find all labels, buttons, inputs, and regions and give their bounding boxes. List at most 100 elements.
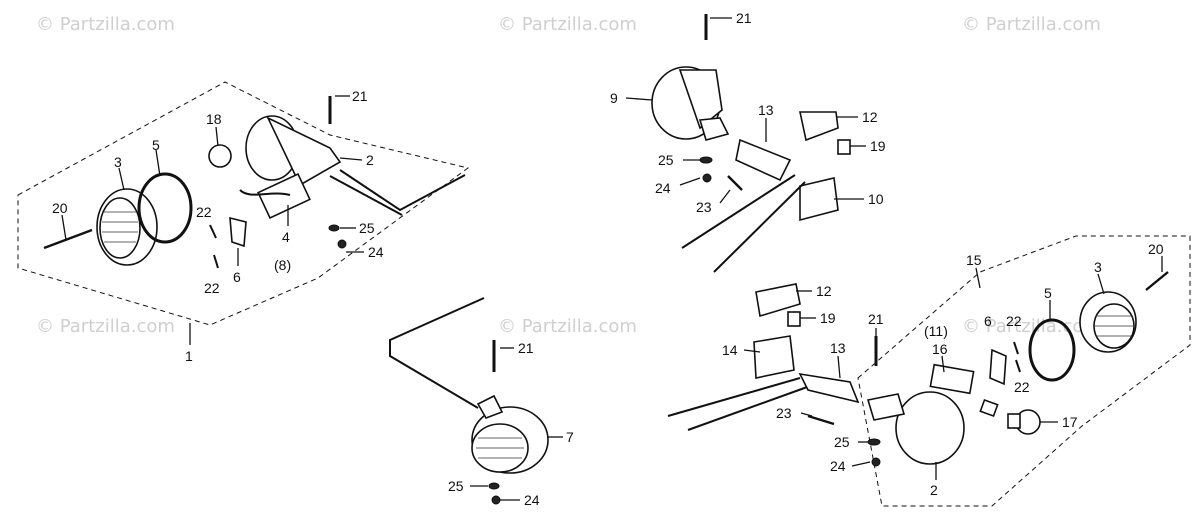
callout-16: 16 — [932, 341, 948, 357]
lens-part — [895, 391, 965, 465]
bracket-part — [735, 138, 792, 182]
callout-4-note: (8) — [274, 257, 291, 273]
callout-25: 25 — [359, 220, 375, 236]
washer-part — [699, 156, 713, 164]
wire-part — [339, 169, 466, 212]
callout-5: 5 — [152, 137, 160, 153]
watermark: © Partzilla.com — [36, 316, 175, 337]
bracket-part — [798, 372, 860, 404]
leader-line — [679, 177, 701, 186]
callout-2: 2 — [366, 152, 374, 168]
plate-part — [753, 335, 795, 379]
stem-part — [866, 393, 906, 421]
callout-18: 18 — [206, 111, 222, 127]
callout-13: 13 — [758, 102, 774, 118]
callout-23: 23 — [696, 199, 712, 215]
callout-20: 20 — [1148, 241, 1164, 257]
wire-part — [389, 297, 485, 409]
assembly-boundary — [857, 235, 1191, 507]
socket-part — [929, 363, 975, 395]
top-right-turn-signal: 21 9 13 12 19 25 24 23 10 — [610, 10, 886, 273]
callout-12: 12 — [816, 283, 832, 299]
callout-17: 17 — [1062, 414, 1078, 430]
bracket-part — [229, 216, 247, 248]
wire-part — [687, 385, 811, 431]
callout-6: 6 — [984, 313, 992, 329]
leader-line — [719, 189, 731, 204]
left-turn-signal-assembly: 1 3 5 20 18 2 21 22 22 6 4 (8) 25 24 — [17, 81, 470, 364]
callout-12: 12 — [862, 109, 878, 125]
callout-3: 3 — [1094, 259, 1102, 275]
callout-25: 25 — [658, 152, 674, 168]
gasket-part — [137, 172, 193, 244]
callout-10: 10 — [868, 191, 884, 207]
spring-part — [979, 398, 999, 418]
callout-21: 21 — [736, 10, 752, 26]
callout-2: 2 — [930, 482, 938, 498]
callout-19: 19 — [870, 138, 886, 154]
wire-part — [329, 175, 403, 216]
plate-part — [799, 177, 839, 222]
socket-part — [257, 172, 311, 220]
bulb-base — [1007, 413, 1021, 429]
nut-part — [871, 457, 881, 467]
callout-25: 25 — [448, 478, 464, 494]
bottom-right-turn-signal-assembly: 15 12 19 14 13 21 (11) 16 6 22 22 5 3 20… — [667, 235, 1191, 507]
leader-line — [155, 149, 161, 177]
washer-part — [867, 438, 881, 446]
leader-line — [61, 214, 67, 241]
callout-23: 23 — [776, 405, 792, 421]
callout-6: 6 — [233, 269, 241, 285]
callout-4: 4 — [282, 229, 290, 245]
leader-line — [215, 126, 219, 147]
leader-line — [339, 157, 363, 161]
callout-15: 15 — [966, 252, 982, 268]
washer-part — [328, 224, 340, 232]
callout-21: 21 — [868, 311, 884, 327]
callout-21: 21 — [518, 340, 534, 356]
screw-part — [727, 175, 743, 191]
gasket-part — [1028, 318, 1076, 382]
nut-part — [337, 239, 347, 249]
leader-line — [625, 97, 653, 101]
collar-part — [787, 311, 801, 327]
watermark: © Partzilla.com — [36, 14, 175, 35]
callout-3: 3 — [114, 154, 122, 170]
watermark: © Partzilla.com — [498, 14, 637, 35]
nut-part — [491, 495, 501, 505]
leader-line — [800, 412, 813, 417]
leader-line — [941, 355, 945, 373]
leader-line — [851, 461, 871, 467]
callout-16-note: (11) — [924, 323, 948, 339]
bracket-part — [989, 348, 1007, 386]
callout-24: 24 — [524, 492, 540, 508]
callout-19: 19 — [820, 310, 836, 326]
callout-22: 22 — [196, 204, 212, 220]
callout-7: 7 — [566, 429, 574, 445]
watermark: © Partzilla.com — [962, 316, 1101, 337]
screw-part — [1015, 359, 1021, 373]
plate-part — [799, 111, 839, 142]
callout-22: 22 — [1006, 313, 1022, 329]
plate-part — [755, 283, 801, 318]
leader-line — [975, 267, 981, 289]
center-turn-signal: 21 7 25 24 — [389, 297, 574, 508]
nut-part — [702, 173, 712, 183]
collar-part — [837, 139, 851, 155]
stem-part — [476, 394, 504, 419]
housing-body — [266, 116, 342, 187]
screw-part — [213, 254, 219, 269]
wire-part — [667, 377, 801, 417]
callout-9: 9 — [610, 90, 618, 106]
bulb-part — [208, 144, 232, 168]
screw-part — [1013, 341, 1019, 355]
callout-5: 5 — [1044, 285, 1052, 301]
callout-13: 13 — [830, 340, 846, 356]
wire-part — [713, 181, 806, 273]
watermark: © Partzilla.com — [498, 316, 637, 337]
leader-line — [118, 167, 125, 191]
lens-face — [99, 197, 141, 259]
callout-24: 24 — [830, 458, 846, 474]
callout-24: 24 — [368, 244, 384, 260]
